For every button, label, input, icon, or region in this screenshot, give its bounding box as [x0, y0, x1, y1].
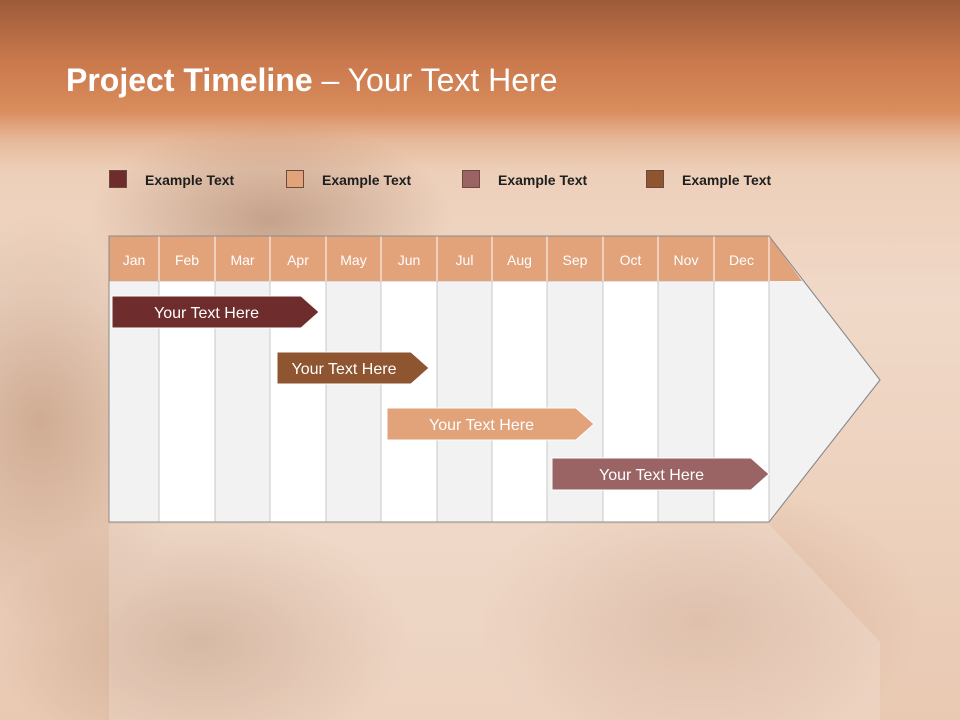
month-column	[325, 280, 382, 523]
title-rest: – Your Text Here	[312, 62, 558, 98]
task-bar-label: Your Text Here	[292, 361, 397, 378]
month-label: Jun	[398, 252, 421, 268]
month-label: Sep	[563, 252, 588, 268]
month-label: Jul	[456, 252, 474, 268]
month-label: Mar	[230, 252, 254, 268]
month-label: Apr	[287, 252, 309, 268]
month-label: May	[340, 252, 366, 268]
month-label: Aug	[507, 252, 532, 268]
timeline-outline	[108, 235, 881, 523]
task-bar-label: Your Text Here	[154, 305, 259, 322]
task-bar	[276, 351, 430, 385]
month-header-band	[109, 236, 802, 281]
legend-label: Example Text	[682, 172, 772, 188]
month-column	[491, 280, 548, 523]
legend-swatch	[646, 170, 664, 188]
month-column	[380, 280, 438, 523]
legend-swatch	[109, 170, 127, 188]
month-label: Jan	[123, 252, 146, 268]
slide-title: Project Timeline – Your Text Here	[66, 62, 558, 99]
legend-label: Example Text	[145, 172, 235, 188]
month-label: Nov	[674, 252, 699, 268]
legend-label: Example Text	[322, 172, 412, 188]
title-bold: Project Timeline	[66, 62, 313, 98]
month-label: Dec	[729, 252, 754, 268]
month-label: Feb	[175, 252, 199, 268]
task-bar-label: Your Text Here	[599, 467, 704, 484]
task-bar	[111, 295, 320, 329]
timeline-reflection	[109, 524, 880, 720]
task-bar-label: Your Text Here	[429, 417, 534, 434]
task-bar	[386, 407, 595, 441]
month-column	[436, 280, 493, 523]
task-bar	[551, 457, 770, 491]
legend-label: Example Text	[498, 172, 588, 188]
legend-swatch	[462, 170, 480, 188]
month-label: Oct	[620, 252, 642, 268]
legend-swatch	[286, 170, 304, 188]
